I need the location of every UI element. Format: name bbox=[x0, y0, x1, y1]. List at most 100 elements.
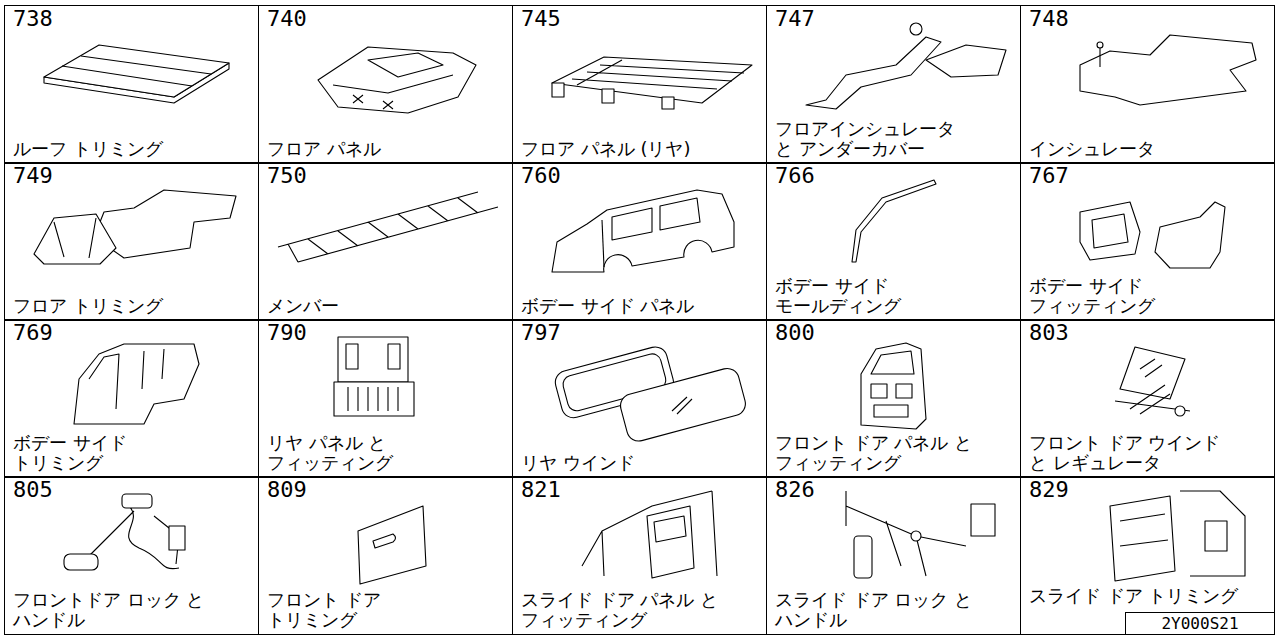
text-holder: 769 bbox=[13, 321, 53, 345]
text-holder: 826 bbox=[775, 478, 815, 502]
line-art bbox=[647, 506, 694, 578]
part-name: メンバー bbox=[267, 296, 507, 317]
text-holder: ボデー サイド トリミング bbox=[13, 433, 143, 474]
slide-trim-figure bbox=[1110, 491, 1245, 581]
text-holder: 821 bbox=[521, 478, 561, 502]
side-panel-figure bbox=[552, 190, 734, 272]
part-name: ボデー サイド モールディング bbox=[775, 276, 905, 317]
text-holder: フロントドア ロック と ハンドル bbox=[13, 590, 228, 631]
line-art bbox=[44, 45, 229, 97]
molding-figure bbox=[852, 180, 936, 262]
floor-trim-figure bbox=[34, 190, 236, 264]
line-art bbox=[926, 45, 1006, 77]
callout-number: 750 bbox=[267, 164, 307, 188]
line-art bbox=[368, 53, 443, 77]
catalog-cell: 769 ボデー サイド トリミング bbox=[4, 319, 259, 478]
text-holder: 805 bbox=[13, 478, 53, 502]
line-art bbox=[911, 531, 921, 541]
callout-number: 760 bbox=[521, 164, 561, 188]
catalog-cell: 745フロア パネル (リヤ) bbox=[512, 5, 767, 164]
text-holder: フロント ドア パネル と フィッティング bbox=[775, 433, 990, 474]
line-art bbox=[333, 75, 453, 109]
insulator-sheet-figure bbox=[1080, 35, 1256, 105]
text-holder: 747 bbox=[775, 7, 815, 31]
catalog-cell: 821スライド ドア パネル と フィッティング bbox=[512, 476, 767, 635]
line-art bbox=[278, 192, 498, 262]
line-art bbox=[806, 37, 941, 109]
line-art bbox=[854, 536, 872, 578]
line-art bbox=[871, 384, 887, 398]
line-art bbox=[89, 349, 164, 409]
line-art bbox=[122, 494, 152, 508]
rear-floor-panel-figure bbox=[552, 57, 752, 109]
callout-number: 766 bbox=[775, 164, 815, 188]
catalog-cell: 797 リヤ ウインド bbox=[512, 319, 767, 478]
catalog-cell: 800 フロント ドア パネル と フィッティング bbox=[766, 319, 1021, 478]
callout-number: 826 bbox=[775, 478, 815, 502]
line-art bbox=[1092, 214, 1128, 248]
door-lock-figure bbox=[64, 494, 185, 570]
callout-number: 829 bbox=[1029, 478, 1069, 502]
catalog-cell: 747 フロアインシュレータ と アンダーカバー bbox=[766, 5, 1021, 164]
text-holder: 767 bbox=[1029, 164, 1069, 188]
line-art bbox=[1175, 406, 1185, 416]
side-trim-figure bbox=[74, 344, 199, 424]
line-art bbox=[1205, 521, 1227, 551]
catalog-cell: 760 ボデー サイド パネル bbox=[512, 162, 767, 321]
callout-number: 748 bbox=[1029, 7, 1069, 31]
line-art bbox=[910, 23, 922, 35]
text-holder: 738 bbox=[13, 7, 53, 31]
part-name: フロント ドア パネル と フィッティング bbox=[775, 433, 990, 474]
slide-door-figure bbox=[582, 491, 717, 578]
frame-figure bbox=[278, 192, 498, 262]
line-art bbox=[552, 83, 564, 97]
callout-number: 821 bbox=[521, 478, 561, 502]
part-name: ボデー サイド フィッティング bbox=[1029, 276, 1159, 317]
roof-trim-figure bbox=[44, 45, 229, 103]
callout-number: 747 bbox=[775, 7, 815, 31]
part-name: フロアインシュレータ と アンダーカバー bbox=[775, 119, 965, 160]
line-art bbox=[74, 344, 199, 424]
text-holder: 748 bbox=[1029, 7, 1069, 31]
line-art bbox=[874, 405, 908, 417]
text-holder: 797 bbox=[521, 321, 561, 345]
catalog-cell: 738 ルーフ トリミング bbox=[4, 5, 259, 164]
catalog-cell: 826スライド ドア ロック と ハンドル bbox=[766, 476, 1021, 635]
line-art bbox=[552, 190, 734, 272]
text-holder: フロント ドア トリミング bbox=[267, 590, 397, 631]
text-holder: 809 bbox=[267, 478, 307, 502]
part-name: スライド ドア トリミング bbox=[1029, 586, 1269, 607]
part-name: ボデー サイド パネル bbox=[521, 296, 761, 317]
line-art bbox=[169, 526, 185, 550]
line-art bbox=[1099, 47, 1100, 67]
catalog-cell: 803フロント ドア ウインド と レギュレータ bbox=[1020, 319, 1275, 478]
text-holder: ルーフ トリミング bbox=[13, 139, 253, 160]
callout-number: 800 bbox=[775, 321, 815, 345]
line-art bbox=[852, 180, 936, 262]
part-name: フロア パネル (リヤ) bbox=[521, 139, 761, 160]
text-holder: 766 bbox=[775, 164, 815, 188]
text-holder: ボデー サイド モールディング bbox=[775, 276, 905, 317]
callout-number: 797 bbox=[521, 321, 561, 345]
line-art bbox=[1110, 496, 1175, 581]
line-art bbox=[602, 89, 614, 103]
text-holder: フロアインシュレータ と アンダーカバー bbox=[775, 119, 965, 160]
catalog-cell: 749フロア トリミング bbox=[4, 162, 259, 321]
door-trim-figure bbox=[358, 506, 426, 584]
mudguard-figure bbox=[1080, 202, 1225, 268]
drawing-code: 2Y000S21 bbox=[1161, 616, 1238, 632]
part-name: リヤ ウインド bbox=[521, 453, 761, 474]
line-art bbox=[358, 506, 426, 584]
catalog-cell: 750 メンバー bbox=[258, 162, 513, 321]
text-holder: 800 bbox=[775, 321, 815, 345]
callout-number: 769 bbox=[13, 321, 53, 345]
line-art bbox=[1080, 202, 1140, 260]
part-name: フロント ドア トリミング bbox=[267, 590, 397, 631]
line-art bbox=[81, 56, 211, 74]
part-name: ボデー サイド トリミング bbox=[13, 433, 143, 474]
part-name: ルーフ トリミング bbox=[13, 139, 253, 160]
callout-number: 803 bbox=[1029, 321, 1069, 345]
text-holder: 803 bbox=[1029, 321, 1069, 345]
